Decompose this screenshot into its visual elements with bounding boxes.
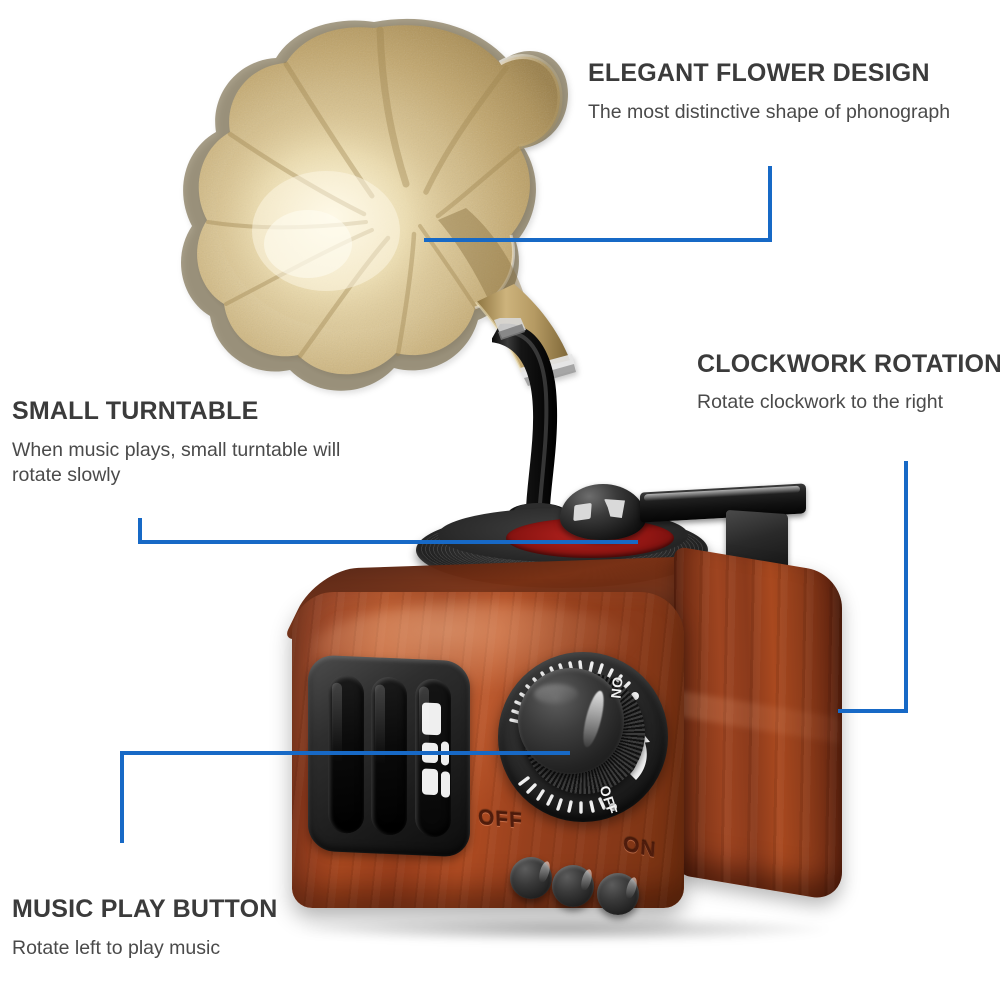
grille-aperture-1 <box>421 702 441 736</box>
knob-label-on: ON <box>607 676 627 700</box>
leader-line-flower-vertical <box>768 166 772 242</box>
callout-small-turntable: SMALL TURNTABLE When music plays, small … <box>12 398 362 488</box>
leader-line-music-vertical <box>120 751 124 843</box>
speaker-grille <box>308 654 470 858</box>
leader-line-music-horizontal <box>120 751 570 755</box>
callout-title-turntable: SMALL TURNTABLE <box>12 397 259 425</box>
callout-music-play-button: MUSIC PLAY BUTTON Rotate left to play mu… <box>12 896 277 961</box>
leader-line-turntable-horizontal <box>138 540 638 544</box>
horn-bell <box>176 16 576 426</box>
callout-title-clockwork: CLOCKWORK ROTATION <box>697 350 1000 378</box>
callout-desc-turntable: When music plays, small turntable will r… <box>12 439 341 487</box>
push-button-2[interactable] <box>552 865 594 907</box>
push-button-3[interactable] <box>597 873 639 915</box>
callout-clockwork-rotation: CLOCKWORK ROTATION Rotate clockwork to t… <box>697 351 1000 415</box>
leader-line-clockwork-vertical <box>904 461 908 713</box>
engraved-label-off: OFF <box>477 805 524 834</box>
push-button-1[interactable] <box>510 857 552 899</box>
knob-highlight-top <box>534 684 578 704</box>
grille-aperture-3 <box>421 768 438 796</box>
leader-line-turntable-vertical <box>138 518 142 544</box>
grille-slot-3 <box>414 678 451 838</box>
leader-line-clockwork-horizontal <box>838 709 908 713</box>
leader-line-flower-horizontal <box>424 238 772 242</box>
callout-elegant-flower-design: ELEGANT FLOWER DESIGN The most distincti… <box>588 60 950 125</box>
callout-title-flower: ELEGANT FLOWER DESIGN <box>588 59 930 87</box>
grille-slot-2 <box>371 676 407 836</box>
grille-aperture-5 <box>440 771 450 798</box>
control-knob[interactable] <box>518 668 624 774</box>
hub-marking-left <box>573 502 592 522</box>
callout-desc-clockwork: Rotate clockwork to the right <box>697 391 944 414</box>
product-drop-shadow <box>300 916 830 942</box>
horn-bell-svg <box>180 18 576 391</box>
callout-desc-music: Rotate left to play music <box>12 937 221 960</box>
callout-desc-flower: The most distinctive shape of phonograph <box>588 101 951 124</box>
callout-title-music: MUSIC PLAY BUTTON <box>12 895 278 923</box>
